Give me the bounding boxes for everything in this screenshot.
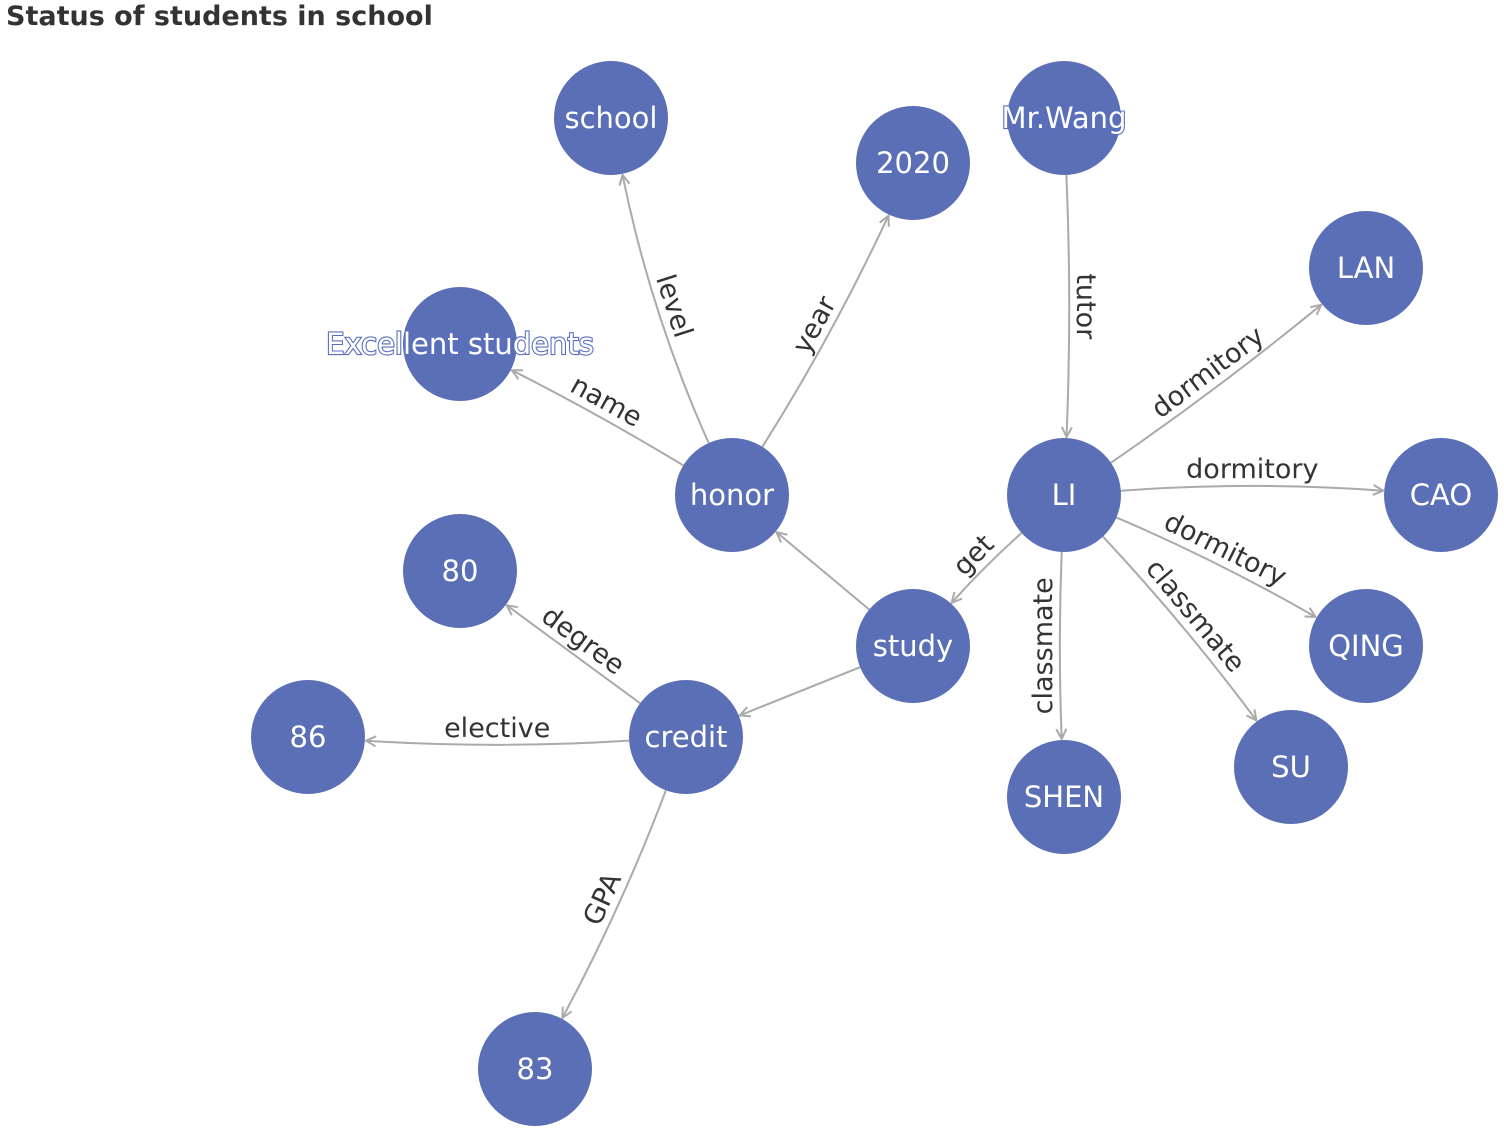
edge-li-cao: dormitory [1120, 454, 1383, 491]
edge-line [777, 532, 870, 611]
node-circle[interactable] [1384, 438, 1498, 552]
edge-line [761, 216, 888, 448]
node-label: CAO [1410, 478, 1472, 512]
node-label: 86 [290, 720, 327, 754]
node-circle[interactable] [1007, 438, 1121, 552]
edge-credit-n86: elective [366, 713, 630, 745]
edge-li-qing: dormitory [1116, 506, 1315, 617]
edge-line [1120, 486, 1383, 491]
node-circle[interactable] [403, 514, 517, 628]
node-honor[interactable]: honor [675, 438, 789, 552]
node-li[interactable]: LI [1007, 438, 1121, 552]
edge-line [740, 666, 861, 715]
edge-line [1060, 551, 1062, 739]
node-label: school [565, 101, 658, 135]
node-label: credit [645, 720, 728, 754]
node-circle[interactable] [1309, 589, 1423, 703]
node-label: SU [1271, 750, 1311, 784]
edge-line [507, 605, 641, 705]
node-label: study [873, 629, 953, 663]
node-n83[interactable]: 83 [478, 1012, 592, 1126]
edge-line [952, 532, 1023, 603]
edge-line [1116, 516, 1315, 617]
edge-study-credit [740, 666, 861, 715]
diagram-title: Status of students in school [6, 1, 433, 32]
node-circle[interactable] [1234, 710, 1348, 824]
edge-honor-excellent: name [512, 369, 684, 467]
node-label: QING [1328, 629, 1404, 663]
node-mrwang[interactable]: Mr.Wang [1000, 61, 1128, 175]
node-label: 80 [442, 554, 479, 588]
node-label: Excellent students [326, 327, 594, 361]
node-label: 2020 [876, 146, 950, 180]
node-label: 83 [517, 1052, 554, 1086]
edge-li-shen: classmate [1028, 551, 1062, 739]
edge-label: name [565, 369, 647, 433]
node-cao[interactable]: CAO [1384, 438, 1498, 552]
node-circle[interactable] [856, 589, 970, 703]
edge-line [623, 175, 710, 444]
edge-line [562, 789, 667, 1018]
node-circle[interactable] [1007, 61, 1121, 175]
node-shen[interactable]: SHEN [1007, 740, 1121, 854]
edge-line [1110, 305, 1321, 464]
node-circle[interactable] [251, 680, 365, 794]
node-su[interactable]: SU [1234, 710, 1348, 824]
edge-study-honor [777, 532, 870, 611]
node-circle[interactable] [856, 106, 970, 220]
edge-li-study: get [947, 529, 1023, 603]
node-study[interactable]: study [856, 589, 970, 703]
node-circle[interactable] [1309, 211, 1423, 325]
node-qing[interactable]: QING [1309, 589, 1423, 703]
edge-label: dormitory [1146, 320, 1270, 424]
node-label: Mr.Wang [1002, 101, 1127, 135]
node-credit[interactable]: credit [629, 680, 743, 794]
edge-honor-year2020: year [761, 216, 888, 448]
edge-credit-n83: GPA [562, 789, 667, 1018]
edge-label: tutor [1070, 273, 1101, 340]
node-circle[interactable] [629, 680, 743, 794]
edge-mrwang-li: tutor [1066, 174, 1101, 437]
node-year2020[interactable]: 2020 [856, 106, 970, 220]
edge-line [1102, 535, 1257, 721]
edge-line [366, 741, 630, 745]
edge-line [1066, 174, 1069, 437]
edge-credit-n80: degree [507, 600, 641, 705]
node-n86[interactable]: 86 [251, 680, 365, 794]
node-school[interactable]: school [554, 61, 668, 175]
node-circle[interactable] [554, 61, 668, 175]
node-n80[interactable]: 80 [403, 514, 517, 628]
node-circle[interactable] [403, 287, 517, 401]
node-circle[interactable] [1007, 740, 1121, 854]
node-lan[interactable]: LAN [1309, 211, 1423, 325]
node-label: LAN [1337, 251, 1395, 285]
node-circle[interactable] [675, 438, 789, 552]
edge-label: degree [536, 600, 631, 681]
edge-line [512, 370, 684, 467]
node-label: SHEN [1024, 780, 1104, 814]
edge-li-lan: dormitory [1110, 305, 1321, 464]
edge-label: elective [444, 713, 550, 744]
node-circle[interactable] [478, 1012, 592, 1126]
edge-label: dormitory [1186, 454, 1318, 485]
node-label: LI [1052, 478, 1077, 512]
edge-label: get [947, 529, 1000, 582]
edge-label: classmate [1028, 577, 1059, 714]
node-label: honor [690, 478, 774, 512]
node-excellent[interactable]: Excellent students [325, 287, 595, 401]
